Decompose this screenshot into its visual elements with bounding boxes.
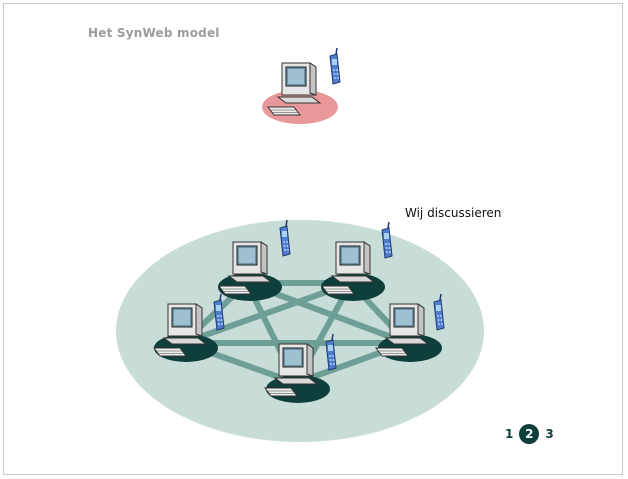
- diagram-caption: Wij discussieren: [405, 206, 502, 220]
- page-link-1[interactable]: 1: [505, 427, 514, 441]
- network-ellipse: [116, 220, 484, 442]
- slide-title: Het SynWeb model: [88, 26, 220, 40]
- mobile-phone-icon: [329, 47, 341, 85]
- page-link-2-current[interactable]: 2: [519, 424, 540, 444]
- pagination: 1 2 3: [503, 424, 556, 444]
- page-link-3[interactable]: 3: [545, 427, 554, 441]
